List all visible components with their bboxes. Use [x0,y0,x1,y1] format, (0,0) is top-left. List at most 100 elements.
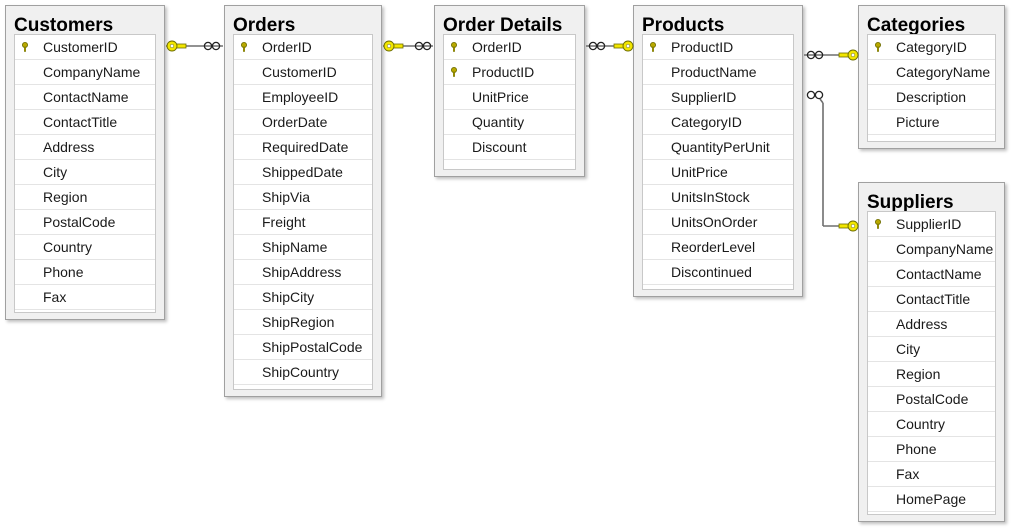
column-row[interactable]: ShippedDate [234,160,372,185]
column-row[interactable]: ContactName [868,262,995,287]
table-title: Orders [233,15,296,36]
column-name: SupplierID [896,216,962,232]
column-name: OrderID [472,39,522,55]
column-name: Phone [43,264,84,280]
column-row[interactable]: HomePage [868,487,995,512]
column-row[interactable]: ContactTitle [15,110,155,135]
column-row[interactable]: ShipAddress [234,260,372,285]
column-name: ShipPostalCode [262,339,363,355]
column-name: PostalCode [43,214,116,230]
relationship-line [819,98,824,104]
column-row[interactable]: ShipCountry [234,360,372,385]
column-name: CompanyName [896,241,994,257]
column-name: Phone [896,441,937,457]
one-end-key-icon [850,52,856,58]
column-row[interactable]: UnitsOnOrder [643,210,793,235]
column-row[interactable]: Discount [444,135,575,160]
column-row[interactable]: ShipCity [234,285,372,310]
primary-key-icon [643,35,663,59]
column-name: EmployeeID [262,89,339,105]
column-row[interactable]: EmployeeID [234,85,372,110]
column-row[interactable]: Country [868,412,995,437]
column-row[interactable]: Address [868,312,995,337]
column-name: ProductID [671,39,734,55]
column-row[interactable]: Address [15,135,155,160]
column-row[interactable]: CategoryID [643,110,793,135]
column-row[interactable]: ContactTitle [868,287,995,312]
column-row[interactable]: ShipName [234,235,372,260]
primary-key-icon [15,35,35,59]
column-row[interactable]: CategoryName [868,60,995,85]
column-row[interactable]: Picture [868,110,995,135]
column-row[interactable]: Discontinued [643,260,793,285]
column-name: Description [896,89,967,105]
column-row[interactable]: Quantity [444,110,575,135]
column-name: CategoryName [896,64,991,80]
column-row[interactable]: ReorderLevel [643,235,793,260]
column-name: ContactName [43,89,129,105]
column-row[interactable]: ProductID [444,60,575,85]
column-name: Discontinued [671,264,752,280]
column-row[interactable]: UnitPrice [444,85,575,110]
column-row[interactable]: CompanyName [868,237,995,262]
column-row[interactable]: ProductID [643,35,793,60]
column-name: Picture [896,114,940,130]
column-name: City [43,164,68,180]
column-row[interactable]: Phone [868,437,995,462]
column-name: RequiredDate [262,139,349,155]
many-end-icon [414,41,424,51]
column-name: HomePage [896,491,967,507]
column-row[interactable]: Phone [15,260,155,285]
column-row[interactable]: QuantityPerUnit [643,135,793,160]
column-name: ContactName [896,266,982,282]
one-end-key-icon [625,43,631,49]
table-title: Suppliers [867,192,954,213]
column-row[interactable]: ProductName [643,60,793,85]
one-end-key-icon [850,223,856,229]
column-row[interactable]: CategoryID [868,35,995,60]
column-row[interactable]: Freight [234,210,372,235]
column-row[interactable]: OrderDate [234,110,372,135]
column-row[interactable]: PostalCode [868,387,995,412]
column-name: CompanyName [43,64,141,80]
column-name: CategoryID [896,39,967,55]
column-row[interactable]: ContactName [15,85,155,110]
column-row[interactable]: ShipPostalCode [234,335,372,360]
many-end-icon [588,41,598,51]
column-row[interactable]: Country [15,235,155,260]
column-row[interactable]: SupplierID [868,212,995,237]
column-name: Quantity [472,114,525,130]
column-row[interactable]: Region [15,185,155,210]
column-row[interactable]: UnitPrice [643,160,793,185]
column-row[interactable]: Fax [15,285,155,310]
column-row[interactable]: Region [868,362,995,387]
column-row[interactable]: RequiredDate [234,135,372,160]
column-row[interactable]: CustomerID [234,60,372,85]
column-row[interactable]: OrderID [444,35,575,60]
column-row[interactable]: SupplierID [643,85,793,110]
many-end-icon [596,41,606,51]
column-row[interactable]: UnitsInStock [643,185,793,210]
column-row[interactable]: CustomerID [15,35,155,60]
many-end-icon [422,41,432,51]
column-row[interactable]: ShipVia [234,185,372,210]
column-row[interactable]: City [868,337,995,362]
one-end-key-icon [386,43,392,49]
column-row[interactable]: City [15,160,155,185]
column-row[interactable]: OrderID [234,35,372,60]
column-row[interactable]: CompanyName [15,60,155,85]
column-row[interactable]: PostalCode [15,210,155,235]
column-row[interactable]: Fax [868,462,995,487]
column-row[interactable]: ShipRegion [234,310,372,335]
column-row[interactable]: Description [868,85,995,110]
